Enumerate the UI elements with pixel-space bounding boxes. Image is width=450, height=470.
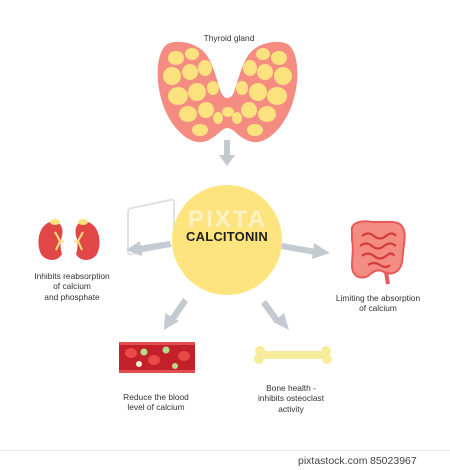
- thyroid-gland-label: Thyroid gland: [203, 33, 255, 43]
- blood-effect-label: Reduce the blood level of calcium: [123, 392, 189, 413]
- arrow-down-left-icon: [164, 298, 188, 330]
- intestine-effect-label: Limiting the absorption of calcium: [335, 293, 421, 314]
- arrow-right-icon: [281, 243, 330, 259]
- calcitonin-hub: [172, 185, 282, 295]
- footer-site: pixtastock.com: [298, 455, 368, 467]
- arrow-left-icon: [126, 241, 171, 256]
- bone-effect-label: Bone health - inhibits osteoclast activi…: [257, 383, 325, 414]
- blood-vessel-icon: [119, 342, 195, 373]
- arrow-down-icon: [219, 140, 235, 166]
- intestine-icon: [350, 220, 406, 285]
- footer-image-id: 85023967: [370, 455, 417, 467]
- thyroid-gland-icon: [157, 41, 298, 143]
- bone-icon: [254, 346, 332, 364]
- watermark-text: PIXTA: [188, 206, 267, 233]
- stock-footer: pixtastock.com 85023967: [0, 450, 450, 470]
- kidneys-icon: [38, 219, 100, 260]
- arrow-down-right-icon: [261, 300, 289, 330]
- kidney-effect-label: Inhibits reabsorption of calcium and pho…: [34, 271, 110, 302]
- calcitonin-label: CALCITONIN: [186, 229, 268, 244]
- arrows: [126, 140, 330, 330]
